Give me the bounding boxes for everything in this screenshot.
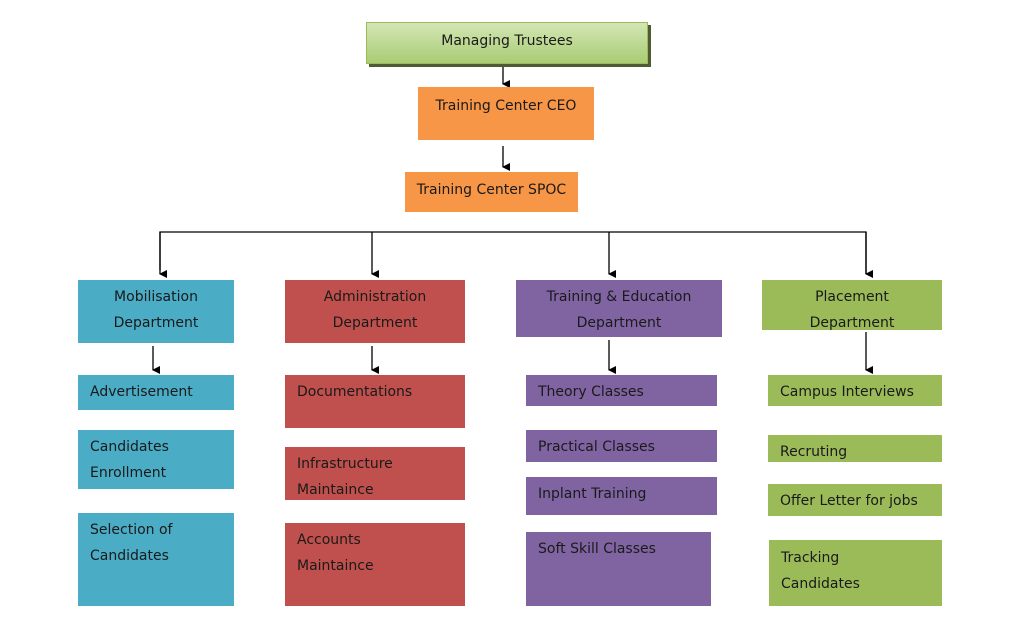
node-label: Training Center CEO bbox=[435, 98, 577, 114]
item-label: Accounts bbox=[297, 532, 361, 548]
item-theory-classes: Theory Classes bbox=[526, 375, 717, 406]
item-soft-skill-classes: Soft Skill Classes bbox=[526, 532, 711, 606]
item-recruting: Recruting bbox=[768, 435, 942, 462]
dept-administration: Administration Department bbox=[285, 280, 465, 343]
branch-line bbox=[159, 231, 867, 274]
dept-placement: Placement Department bbox=[762, 280, 942, 330]
dept-name: Department bbox=[576, 315, 662, 331]
item-label: Enrollment bbox=[90, 465, 167, 481]
item-label: Practical Classes bbox=[538, 439, 655, 455]
item-label: Maintaince bbox=[297, 482, 374, 498]
item-label: Documentations bbox=[297, 384, 413, 400]
node-label: Training Center SPOC bbox=[416, 182, 567, 198]
item-label: Infrastructure bbox=[297, 456, 393, 472]
dept-name: Department bbox=[113, 315, 199, 331]
dept-name: Department bbox=[332, 315, 418, 331]
item-offer-letter: Offer Letter for jobs bbox=[768, 484, 942, 516]
dept-training-education: Training & Education Department bbox=[516, 280, 722, 337]
dept-name: Placement bbox=[815, 289, 889, 305]
item-selection-of-candidates: Selection of Candidates bbox=[78, 513, 234, 606]
item-label: Theory Classes bbox=[538, 384, 644, 400]
item-label: Advertisement bbox=[90, 384, 193, 400]
dept-name: Mobilisation bbox=[114, 289, 198, 305]
item-practical-classes: Practical Classes bbox=[526, 430, 717, 462]
node-ceo: Training Center CEO bbox=[418, 87, 594, 140]
item-label: Candidates bbox=[781, 576, 860, 592]
item-documentations: Documentations bbox=[285, 375, 465, 428]
node-spoc: Training Center SPOC bbox=[405, 172, 578, 212]
dept-name: Department bbox=[809, 315, 895, 330]
item-label: Offer Letter for jobs bbox=[780, 493, 918, 509]
item-label: Soft Skill Classes bbox=[538, 541, 656, 557]
dept-mobilisation: Mobilisation Department bbox=[78, 280, 234, 343]
item-label: Candidates bbox=[90, 439, 169, 455]
item-label: Candidates bbox=[90, 548, 169, 564]
item-label: Maintaince bbox=[297, 558, 374, 574]
item-inplant-training: Inplant Training bbox=[526, 477, 717, 515]
node-managing-trustees: Managing Trustees bbox=[366, 22, 648, 64]
dept-name: Training & Education bbox=[546, 289, 692, 305]
item-label: Tracking bbox=[781, 550, 840, 566]
item-advertisement: Advertisement bbox=[78, 375, 234, 410]
item-label: Campus Interviews bbox=[780, 384, 914, 400]
dept-name: Administration bbox=[323, 289, 427, 305]
item-label: Inplant Training bbox=[538, 486, 647, 502]
item-campus-interviews: Campus Interviews bbox=[768, 375, 942, 406]
item-label: Recruting bbox=[780, 444, 848, 460]
node-label: Managing Trustees bbox=[441, 33, 573, 49]
item-label: Selection of bbox=[90, 522, 173, 538]
